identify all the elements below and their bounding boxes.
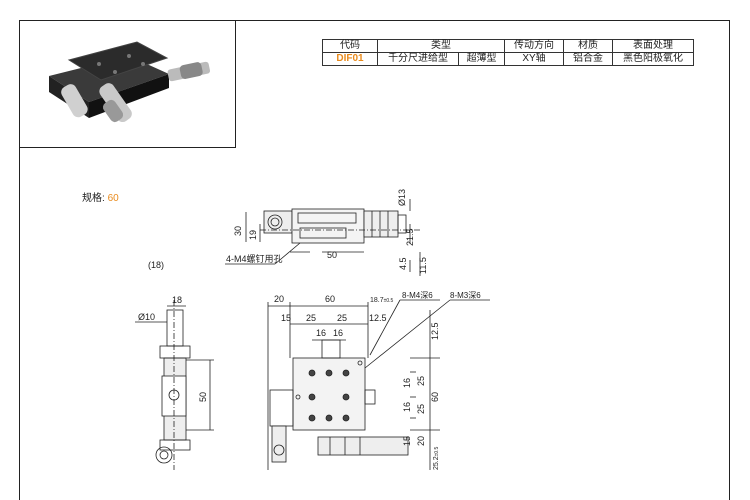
product-photo-box [19, 20, 236, 148]
cell-code: DIF01 [322, 52, 378, 66]
spec-size-value: 60 [107, 193, 119, 204]
cell-type-2: 超薄型 [458, 52, 505, 66]
document-frame [19, 20, 730, 500]
header-surface: 表面处理 [612, 39, 694, 53]
header-code: 代码 [322, 39, 378, 53]
spec-size-label: 规格: 60 [82, 189, 119, 204]
spec-table: 代码 类型 传动方向 材质 表面处理 DIF01 千分尺进给型 超薄型 XY轴 … [322, 39, 694, 66]
cell-type-1: 千分尺进给型 [376, 52, 460, 66]
cell-surface: 黑色阳极氧化 [612, 52, 694, 66]
header-direction: 传动方向 [504, 39, 564, 53]
cell-direction: XY轴 [504, 52, 564, 66]
spec-size-key: 规格: [82, 193, 105, 204]
product-photo [49, 41, 211, 123]
header-type: 类型 [377, 39, 505, 53]
cell-material: 铝合金 [563, 52, 613, 66]
header-material: 材质 [563, 39, 613, 53]
